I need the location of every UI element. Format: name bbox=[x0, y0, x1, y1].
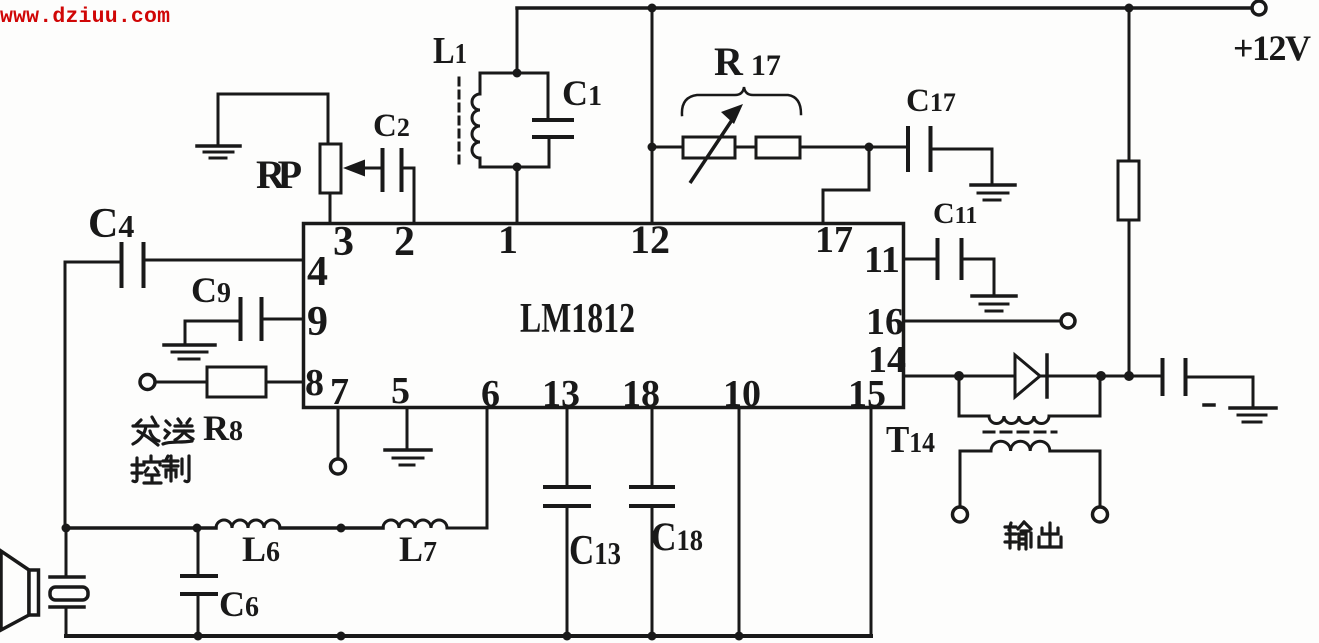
svg-text:2: 2 bbox=[394, 219, 415, 265]
svg-text:18: 18 bbox=[622, 373, 660, 415]
svg-text:C2: C2 bbox=[373, 108, 410, 144]
svg-text:C17: C17 bbox=[906, 83, 956, 119]
svg-text:11: 11 bbox=[864, 239, 900, 281]
svg-text:C13: C13 bbox=[569, 528, 621, 574]
svg-text:3: 3 bbox=[333, 219, 354, 265]
svg-text:8: 8 bbox=[305, 362, 324, 404]
svg-text:6: 6 bbox=[481, 373, 500, 415]
svg-text:4: 4 bbox=[307, 249, 328, 295]
svg-text:7: 7 bbox=[330, 371, 349, 413]
svg-text:www.dziuu.com: www.dziuu.com bbox=[0, 5, 170, 29]
svg-text:C11: C11 bbox=[933, 197, 977, 230]
svg-text:12: 12 bbox=[630, 217, 670, 262]
svg-text:1: 1 bbox=[498, 217, 518, 262]
svg-text:10: 10 bbox=[723, 373, 761, 415]
svg-text:9: 9 bbox=[307, 299, 328, 345]
svg-text:C4: C4 bbox=[88, 201, 134, 247]
svg-text:15: 15 bbox=[848, 373, 886, 415]
svg-text:14: 14 bbox=[868, 339, 906, 381]
svg-text:17: 17 bbox=[815, 219, 853, 261]
svg-text:13: 13 bbox=[542, 373, 580, 415]
svg-text:RP: RP bbox=[256, 152, 302, 197]
svg-text:LM1812: LM1812 bbox=[520, 296, 635, 342]
svg-text:+12V: +12V bbox=[1233, 28, 1311, 68]
svg-text:16: 16 bbox=[866, 301, 904, 343]
svg-text:5: 5 bbox=[391, 370, 410, 412]
